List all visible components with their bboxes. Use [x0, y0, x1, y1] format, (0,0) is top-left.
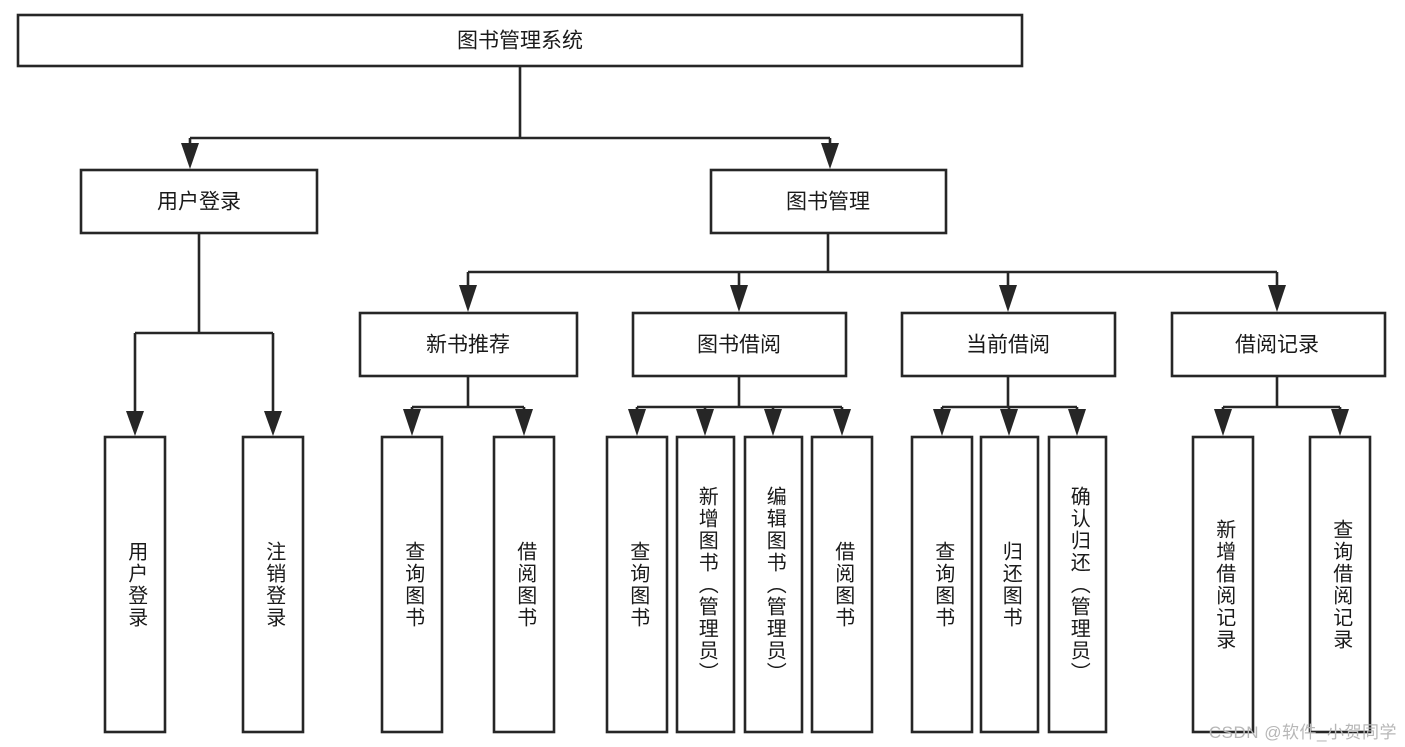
connector-root-to-level2 [181, 66, 839, 169]
connector-bookborrow-to-leaves [628, 376, 851, 436]
node-user-login[interactable]: 用户登录 [79, 168, 319, 235]
leaf-current-borrow-0[interactable] [910, 435, 974, 734]
leaf-new-book-1[interactable] [492, 435, 556, 734]
node-root-label: 图书管理系统 [457, 30, 583, 53]
leaf-book-borrow-1[interactable] [675, 435, 736, 734]
node-current-borrow[interactable]: 当前借阅 [900, 311, 1117, 378]
node-borrow-record-label: 借阅记录 [1235, 334, 1319, 357]
leaf-new-book-0[interactable] [380, 435, 444, 734]
leaf-book-borrow-3[interactable] [810, 435, 874, 734]
leaf-user-login-1[interactable] [241, 435, 305, 734]
node-new-book-recommend-label: 新书推荐 [426, 334, 510, 357]
node-root[interactable]: 图书管理系统 [16, 13, 1024, 68]
connector-bookmgmt-to-level3 [459, 233, 1286, 312]
node-new-book-recommend[interactable]: 新书推荐 [358, 311, 579, 378]
node-borrow-record[interactable]: 借阅记录 [1170, 311, 1387, 378]
leaf-borrow-record-0[interactable] [1191, 435, 1255, 734]
connector-userlogin-to-leaves [126, 233, 282, 436]
node-book-management[interactable]: 图书管理 [709, 168, 948, 235]
node-book-management-label: 图书管理 [786, 191, 870, 214]
leaf-user-login-0[interactable] [103, 435, 167, 734]
leaf-book-borrow-0[interactable] [605, 435, 669, 734]
connector-borrowrecord-to-leaves [1214, 376, 1349, 436]
node-current-borrow-label: 当前借阅 [966, 334, 1050, 357]
leaf-current-borrow-2[interactable] [1047, 435, 1108, 734]
csdn-watermark: CSDN @软件_小贺同学 [1208, 723, 1397, 742]
node-book-borrow[interactable]: 图书借阅 [631, 311, 848, 378]
leaf-book-borrow-2[interactable] [743, 435, 804, 734]
connector-newbook-to-leaves [403, 376, 533, 436]
node-user-login-label: 用户登录 [157, 191, 241, 214]
leaf-current-borrow-1[interactable] [979, 435, 1040, 734]
leaf-borrow-record-1[interactable] [1308, 435, 1372, 734]
node-book-borrow-label: 图书借阅 [697, 334, 781, 357]
connector-currentborrow-to-leaves [933, 376, 1086, 436]
